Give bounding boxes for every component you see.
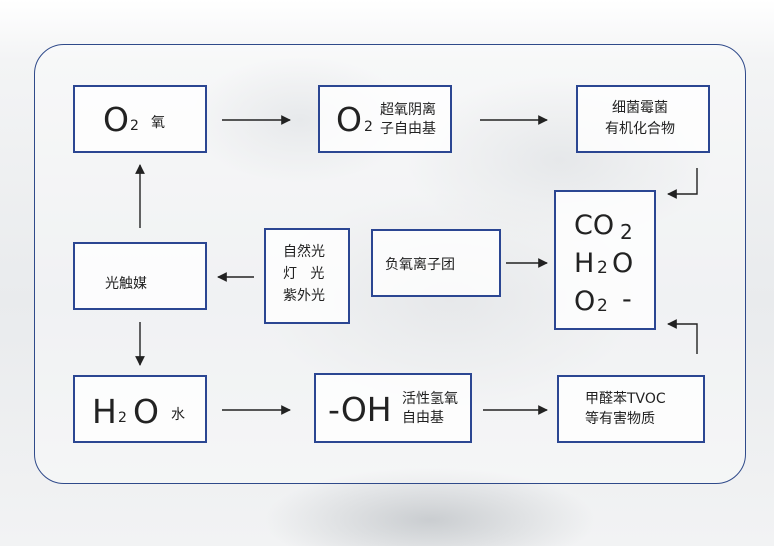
water-h: H bbox=[92, 392, 117, 431]
node-negative-ion: 负氧离子团 bbox=[371, 229, 501, 297]
superoxide-label-line1: 超氧阴离 bbox=[380, 102, 436, 118]
organics-line2: 有机化合物 bbox=[605, 121, 675, 137]
water-o: O bbox=[133, 392, 159, 431]
node-photocatalyst: 光触媒 bbox=[73, 242, 207, 310]
water-subscript: 2 bbox=[118, 410, 127, 426]
pollutants-line1: 甲醛苯TVOC bbox=[585, 391, 666, 407]
o2-product-symbol: O bbox=[574, 286, 596, 317]
h2o-product-h: H bbox=[574, 248, 595, 279]
node-water: H 2 O 水 bbox=[73, 375, 207, 443]
hydroxyl-label-line2: 自由基 bbox=[402, 410, 444, 426]
hydroxyl-symbol: -OH bbox=[328, 390, 392, 429]
oxygen-subscript: 2 bbox=[130, 118, 139, 134]
water-label: 水 bbox=[171, 407, 185, 423]
negative-ion-label: 负氧离子团 bbox=[385, 257, 455, 273]
oxygen-label: 氧 bbox=[151, 115, 165, 131]
o2-product-dash: - bbox=[622, 284, 632, 315]
node-superoxide: O 2 超氧阴离 子自由基 bbox=[318, 85, 452, 153]
light-line3: 紫外光 bbox=[283, 288, 325, 304]
arrow-pollutants-to-products bbox=[667, 319, 698, 354]
co2-symbol: CO bbox=[574, 210, 615, 241]
node-organics: 细菌霉菌 有机化合物 bbox=[576, 85, 710, 153]
arrow-organics-to-products bbox=[667, 168, 698, 199]
node-hydroxyl: -OH 活性氢氧 自由基 bbox=[314, 373, 472, 443]
organics-line1: 细菌霉菌 bbox=[612, 100, 668, 116]
node-light-source: 自然光 灯 光 紫外光 bbox=[264, 228, 350, 324]
node-oxygen: O 2 氧 bbox=[73, 85, 207, 153]
light-line1: 自然光 bbox=[283, 244, 325, 260]
node-products: CO 2 H 2 O O 2 - bbox=[554, 190, 656, 330]
pollutants-line2: 等有害物质 bbox=[585, 411, 655, 427]
light-line2: 灯 光 bbox=[283, 266, 325, 282]
superoxide-symbol: O bbox=[336, 100, 362, 139]
co2-subscript: 2 bbox=[620, 220, 633, 244]
superoxide-label-line2: 子自由基 bbox=[380, 121, 436, 137]
h2o-product-o: O bbox=[612, 248, 634, 279]
oxygen-symbol: O bbox=[103, 100, 129, 139]
superoxide-subscript: 2 bbox=[364, 119, 373, 135]
h2o-product-subscript: 2 bbox=[597, 258, 608, 278]
node-pollutants: 甲醛苯TVOC 等有害物质 bbox=[557, 375, 705, 443]
hydroxyl-label-line1: 活性氢氧 bbox=[402, 391, 458, 407]
o2-product-subscript: 2 bbox=[597, 296, 608, 316]
photocatalyst-label: 光触媒 bbox=[105, 276, 147, 292]
